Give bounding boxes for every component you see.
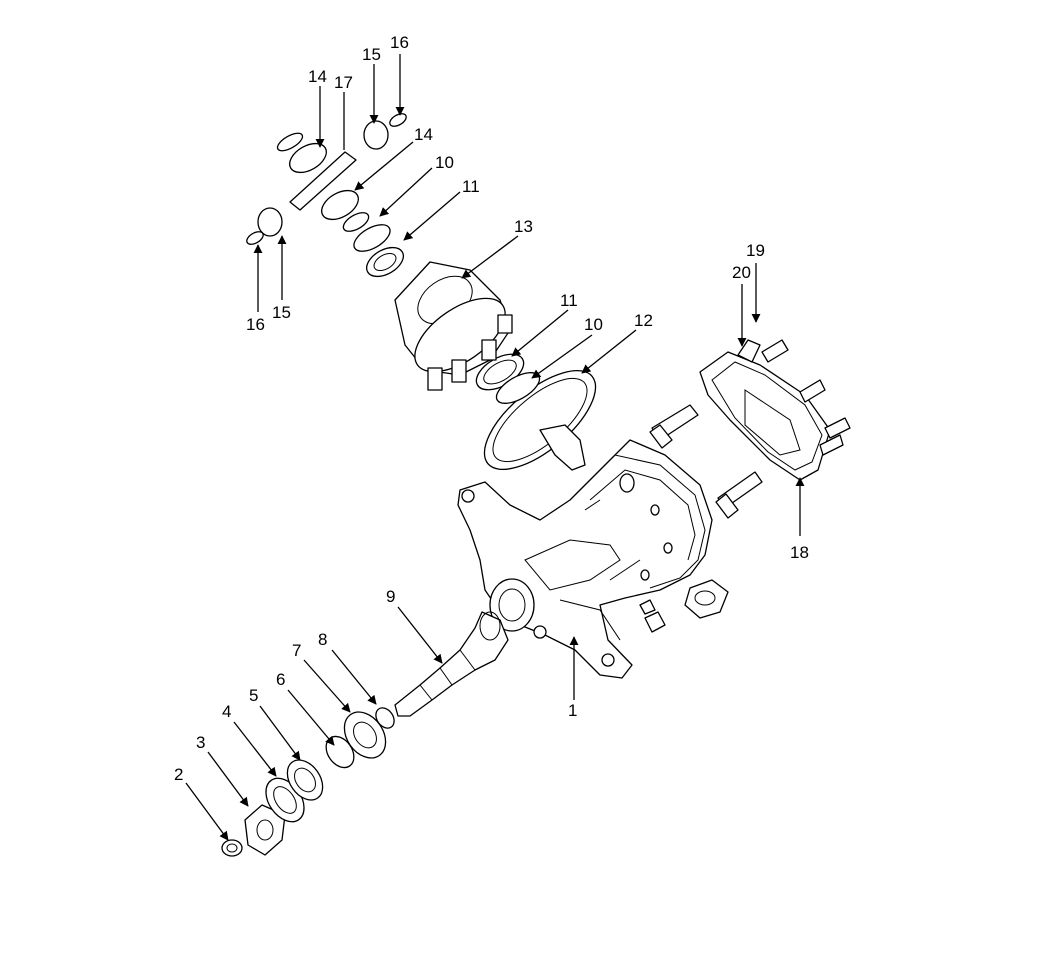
callout-labels: 1 2 3 4 5 6 7 8 9 10 10 11 11 12 13 14 1… xyxy=(174,33,809,784)
part-3-flange xyxy=(244,804,286,856)
leader-6 xyxy=(287,689,335,746)
part-16-washer-lower xyxy=(246,231,264,245)
callout-2: 2 xyxy=(174,765,183,784)
callout-9: 9 xyxy=(386,587,395,606)
front-seal-stack xyxy=(221,707,395,857)
callout-12: 12 xyxy=(634,311,653,330)
callout-11-lower: 11 xyxy=(560,291,578,310)
leader-12 xyxy=(581,329,637,374)
leader-8 xyxy=(331,649,377,705)
callout-15-upper: 15 xyxy=(362,45,381,64)
callout-11-upper: 11 xyxy=(462,177,480,196)
housing-fittings xyxy=(639,579,729,633)
leader-9 xyxy=(397,606,443,664)
callout-14-upper: 14 xyxy=(308,67,327,86)
part-17-pin xyxy=(289,151,357,211)
upper-gear-stack xyxy=(246,113,407,278)
callout-4: 4 xyxy=(222,702,231,721)
callout-6: 6 xyxy=(276,670,285,689)
callout-14-right: 14 xyxy=(414,125,433,144)
leader-11b xyxy=(511,309,569,357)
part-2-nut xyxy=(221,839,243,857)
callout-1: 1 xyxy=(568,701,577,720)
leader-13 xyxy=(461,235,519,279)
part-15-pinion-upper xyxy=(363,120,389,150)
leader-4 xyxy=(233,721,277,777)
leader-10a xyxy=(379,167,433,217)
callout-15-lower: 15 xyxy=(272,303,291,322)
part-15-pinion-lower xyxy=(257,207,283,237)
callout-13: 13 xyxy=(514,217,533,236)
callout-20: 20 xyxy=(732,263,751,282)
callout-8: 8 xyxy=(318,630,327,649)
loose-bolts xyxy=(649,404,763,519)
callout-10-lower: 10 xyxy=(584,315,603,334)
callout-16-upper: 16 xyxy=(390,33,409,52)
callout-19: 19 xyxy=(746,241,765,260)
callout-18: 18 xyxy=(790,543,809,562)
rear-cover-part-18 xyxy=(699,339,851,481)
part-14-side-gear-upper xyxy=(289,142,327,174)
leader-14b xyxy=(354,141,414,191)
leader-7 xyxy=(303,659,351,713)
callout-7: 7 xyxy=(292,641,301,660)
callout-16-lower: 16 xyxy=(246,315,265,334)
leader-lines xyxy=(185,54,805,841)
differential-case-part-13 xyxy=(394,261,513,391)
callout-10-upper: 10 xyxy=(435,153,454,172)
shaft-part-9 xyxy=(394,611,509,717)
callout-17: 17 xyxy=(334,73,353,92)
part-14-side-gear-lower xyxy=(321,189,359,221)
washer-upper-left xyxy=(276,132,304,152)
callout-5: 5 xyxy=(249,686,258,705)
part-16-washer-upper xyxy=(389,113,407,127)
part-10-race-upper xyxy=(353,224,391,252)
leader-3 xyxy=(207,751,249,807)
housing-part-1 xyxy=(457,439,713,679)
leader-11a xyxy=(403,191,461,241)
leader-5 xyxy=(259,705,301,761)
part-8-washer xyxy=(375,707,395,729)
leader-10b xyxy=(531,334,593,379)
callout-3: 3 xyxy=(196,733,205,752)
leader-2 xyxy=(185,782,229,841)
